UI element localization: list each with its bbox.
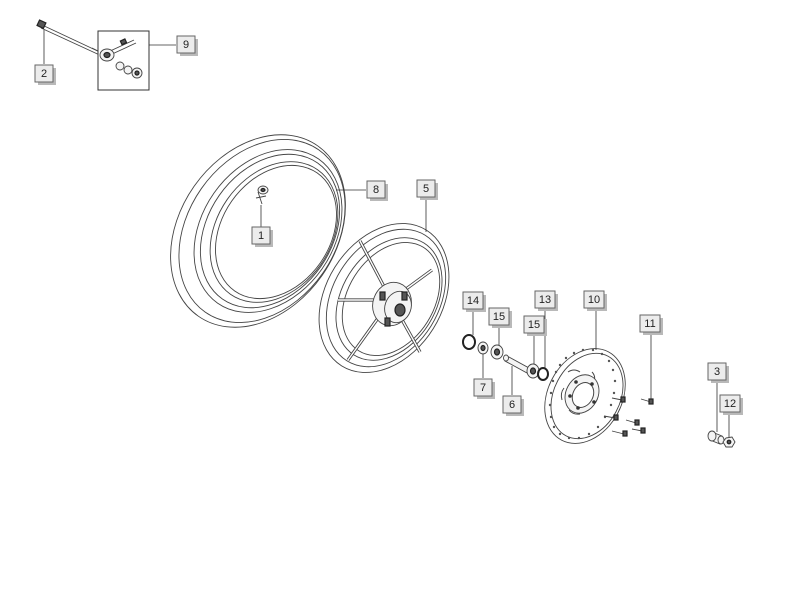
nut <box>722 436 736 448</box>
valve <box>255 185 269 205</box>
tire <box>170 134 346 328</box>
snap-ring <box>462 334 476 350</box>
wheel-axle <box>36 19 107 58</box>
svg-text:11: 11 <box>644 318 655 330</box>
svg-text:2: 2 <box>41 68 47 80</box>
label-5[interactable]: 5 <box>416 179 438 200</box>
svg-text:9: 9 <box>183 39 189 51</box>
spacer-tube <box>503 354 530 374</box>
svg-text:10: 10 <box>588 294 600 306</box>
label-7[interactable]: 7 <box>473 378 495 399</box>
svg-text:8: 8 <box>373 184 379 196</box>
label-8[interactable]: 8 <box>366 180 388 201</box>
label-15a[interactable]: 15 <box>488 307 512 328</box>
label-11[interactable]: 11 <box>639 314 663 335</box>
label-15b[interactable]: 15 <box>523 315 547 336</box>
svg-text:7: 7 <box>480 382 486 394</box>
svg-text:6: 6 <box>509 399 515 411</box>
bearing <box>477 341 504 360</box>
wheel-rim <box>318 223 450 373</box>
svg-text:1: 1 <box>258 230 264 242</box>
label-10[interactable]: 10 <box>583 290 607 311</box>
label-3[interactable]: 3 <box>707 362 729 383</box>
kit-box <box>97 30 150 91</box>
bearing <box>526 363 549 381</box>
svg-text:14: 14 <box>467 295 479 307</box>
disc-bolts <box>603 396 654 437</box>
label-12[interactable]: 12 <box>719 394 743 415</box>
svg-text:13: 13 <box>539 294 551 306</box>
svg-text:12: 12 <box>724 398 736 410</box>
label-13[interactable]: 13 <box>534 290 558 311</box>
svg-text:15: 15 <box>493 311 505 323</box>
brake-disc <box>544 348 626 444</box>
svg-text:5: 5 <box>423 183 429 195</box>
label-1[interactable]: 1 <box>251 226 273 247</box>
label-14[interactable]: 14 <box>462 291 486 312</box>
spacer <box>707 430 725 445</box>
label-9[interactable]: 9 <box>176 35 198 56</box>
label-2[interactable]: 2 <box>34 64 56 85</box>
svg-text:3: 3 <box>714 366 720 378</box>
label-6[interactable]: 6 <box>502 395 524 416</box>
svg-text:15: 15 <box>528 319 540 331</box>
